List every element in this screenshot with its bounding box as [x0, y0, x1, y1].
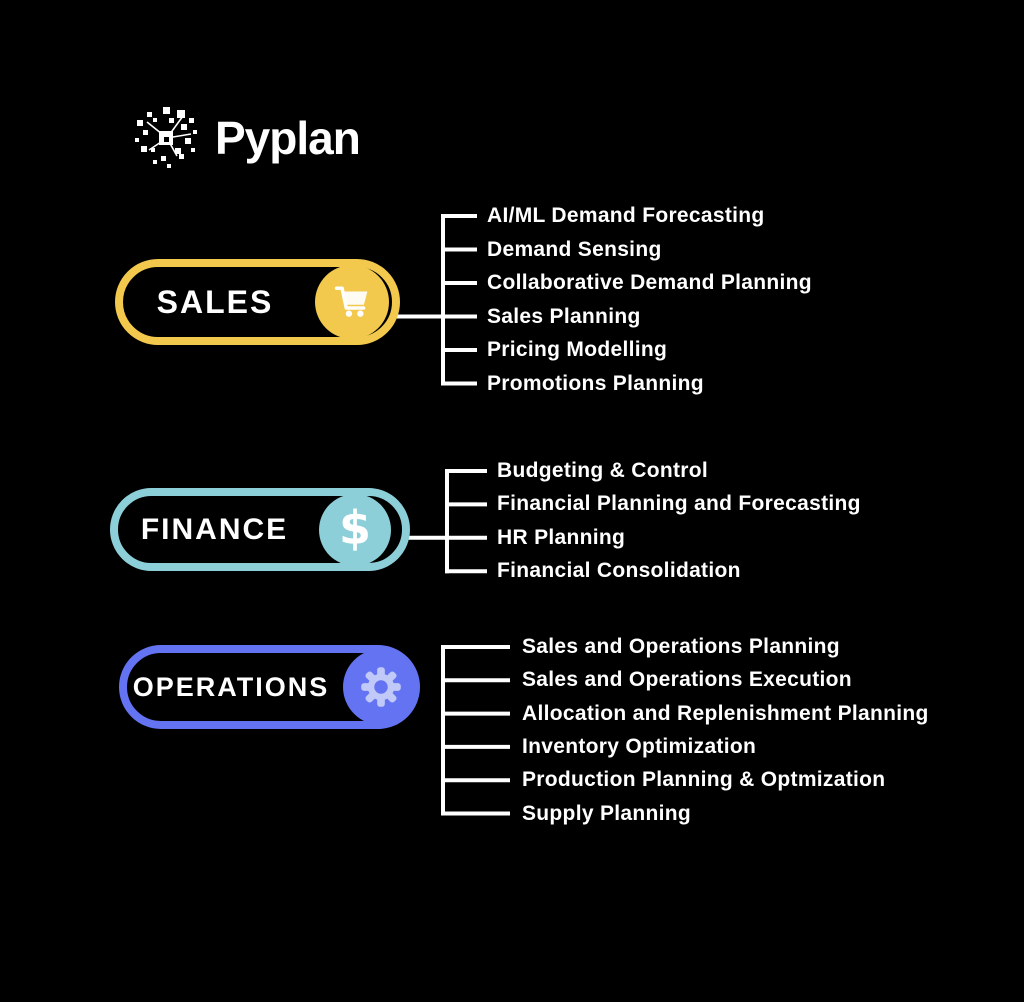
finance-pill: FINANCE: [110, 488, 410, 571]
sales-tree-lines: [396, 214, 477, 386]
tree-item-label: Supply Planning: [522, 801, 692, 825]
tree-item-label: HR Planning: [497, 525, 626, 549]
sales-icon-circle: [315, 265, 389, 339]
tree-item-label: Financial Consolidation: [497, 559, 741, 583]
tree-item-label: Budgeting & Control: [497, 459, 708, 482]
tree-item-label: Allocation and Replenishment Planning: [522, 701, 929, 725]
dollar-icon: $: [338, 501, 371, 555]
tree-item-label: Sales Planning: [487, 304, 641, 328]
tree-item-label: Demand Sensing: [487, 237, 662, 261]
tree-item-label: Production Planning & Optmization: [522, 768, 886, 792]
gear-icon: [361, 667, 401, 707]
finance-pill-label: FINANCE: [140, 512, 289, 546]
logo-text: Pyplan: [215, 112, 361, 164]
tree-item-label: Collaborative Demand Planning: [487, 271, 812, 294]
pyplan-cluster-icon: [135, 107, 197, 168]
tree-item-label: AI/ML Demand Forecasting: [487, 204, 765, 227]
tree-item-label: Sales and Operations Execution: [522, 668, 852, 692]
finance-tree-lines: [406, 469, 487, 574]
tree-item-label: Pricing Modelling: [487, 338, 668, 361]
operations-tree-lines: [441, 645, 510, 816]
tree-item-label: Financial Planning and Forecasting: [497, 492, 861, 516]
operations-pill: OPERATIONS: [119, 645, 420, 729]
shopping-cart-icon: [334, 286, 368, 317]
sales-pill: SALES: [115, 259, 400, 345]
operations-icon-circle: [343, 649, 419, 725]
operations-pill-label: OPERATIONS: [132, 671, 330, 702]
tree-item-label: Promotions Planning: [487, 371, 704, 395]
finance-icon-circle: $: [319, 494, 391, 566]
sales-pill-label: SALES: [156, 283, 274, 320]
tree-item-label: Sales and Operations Planning: [522, 635, 840, 658]
tree-item-label: Inventory Optimization: [522, 734, 757, 758]
logo: Pyplan: [133, 104, 361, 172]
